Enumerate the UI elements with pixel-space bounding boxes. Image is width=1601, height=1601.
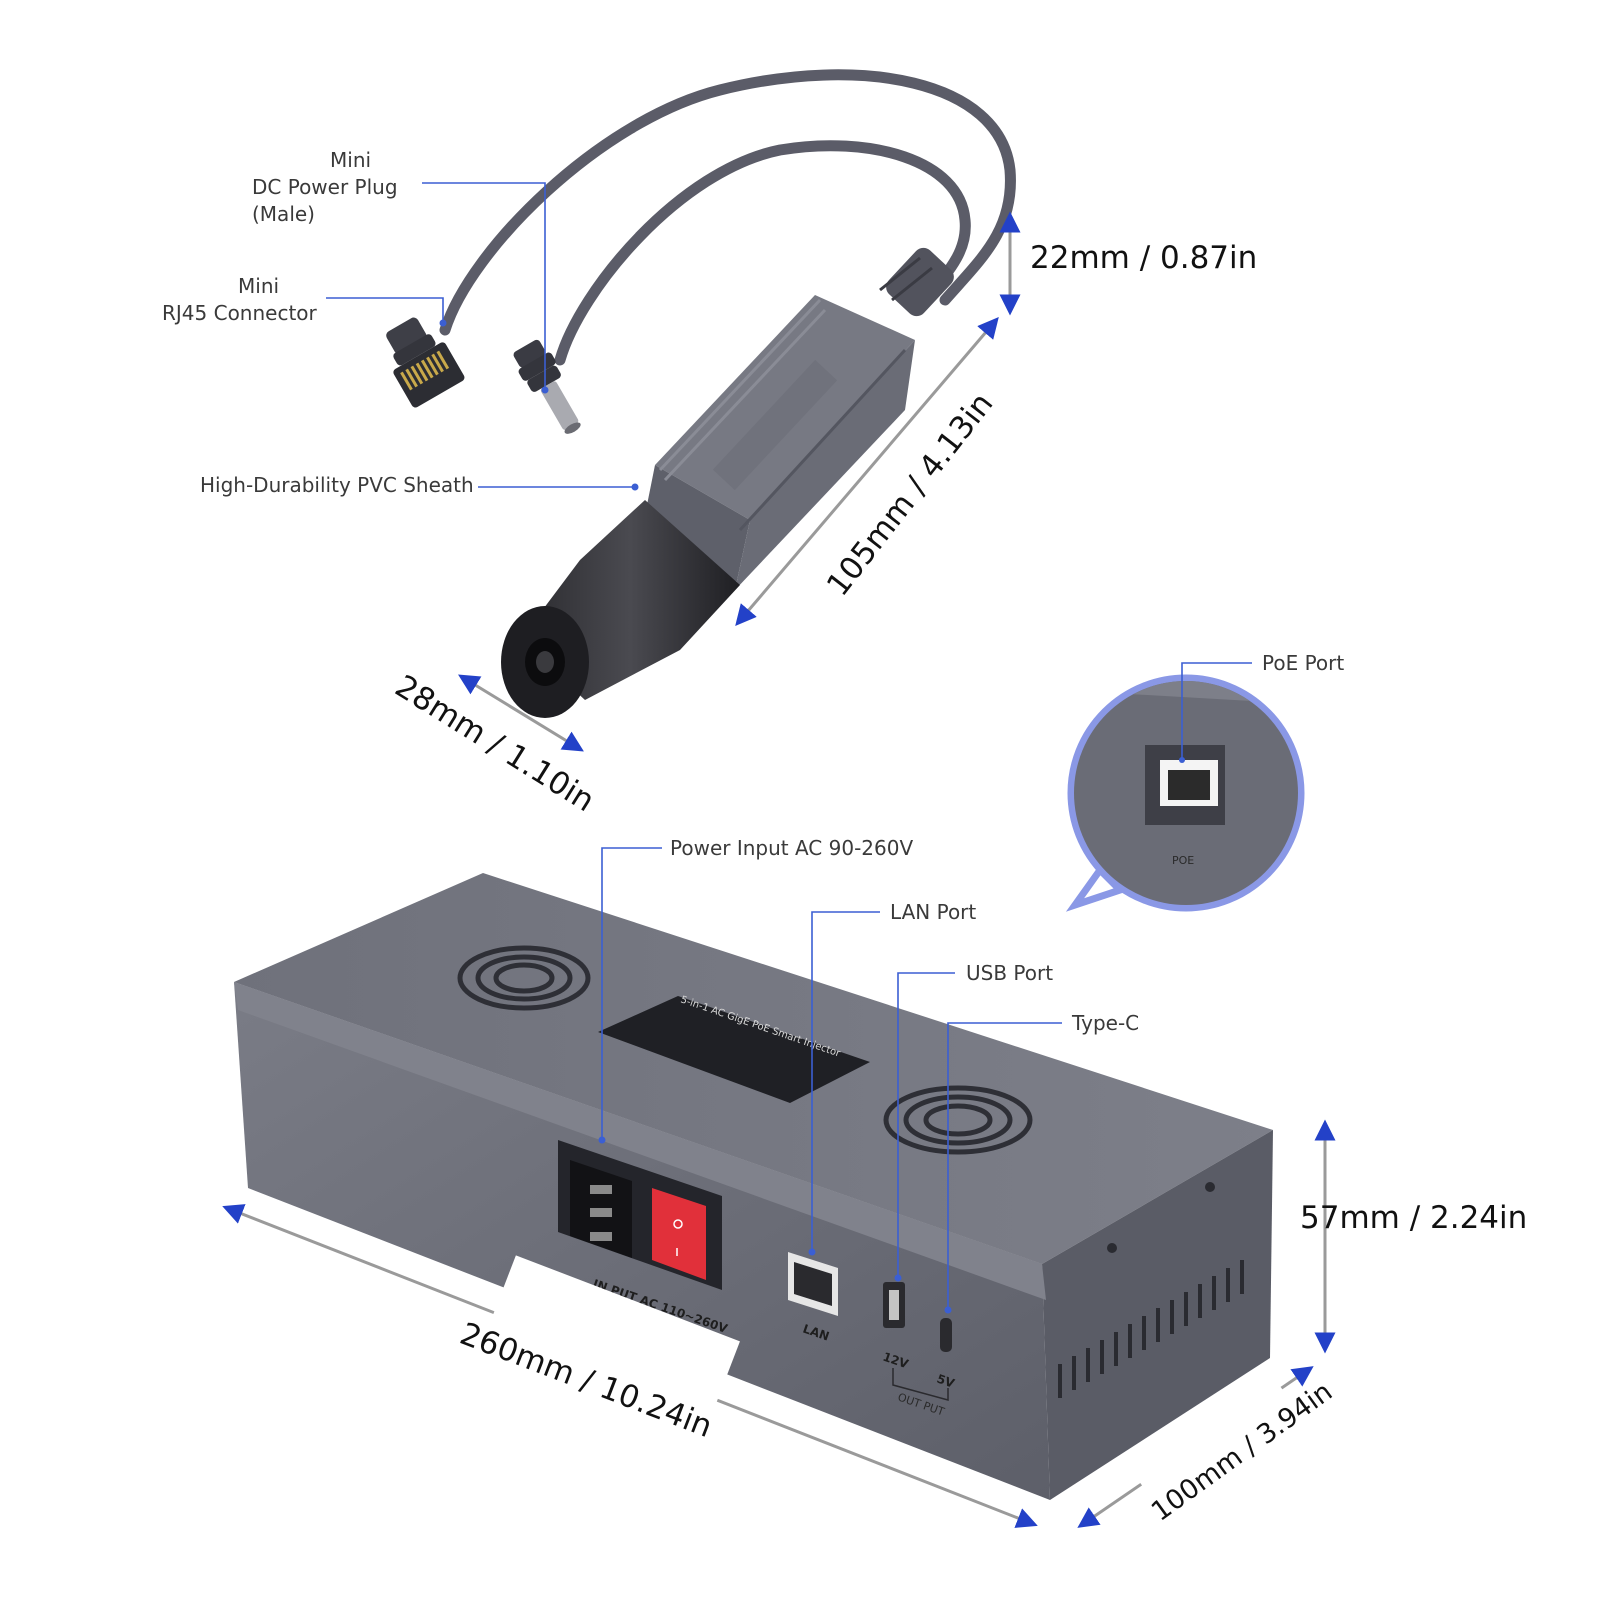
callout-dc-plug: Mini DC Power Plug (Male) xyxy=(252,148,398,226)
dim-cable-width: 22mm / 0.87in xyxy=(1030,240,1257,276)
callout-lan-port: LAN Port xyxy=(890,900,976,924)
dc-power-plug xyxy=(513,339,581,434)
callout-line-poe xyxy=(1181,662,1252,760)
dimension-arrows-top xyxy=(458,211,1021,752)
fan-vent-left xyxy=(457,945,591,1011)
callout-rj45-line1: Mini xyxy=(238,274,279,298)
callout-poe-port: PoE Port xyxy=(1262,651,1344,675)
poe-injector-box: 5-in-1 AC GigE PoE Smart Injector IN PUT… xyxy=(234,873,1273,1500)
top-callout-lines xyxy=(326,182,639,491)
cable-inner xyxy=(554,140,971,366)
callout-rj45-line2: RJ45 Connector xyxy=(162,301,318,325)
rj45-connector xyxy=(386,317,465,408)
callout-dc-line1: Mini xyxy=(330,148,371,172)
callout-sheath: High-Durability PVC Sheath xyxy=(200,473,474,497)
callout-type-c: Type-C xyxy=(1071,1011,1139,1035)
dim-box-height: 57mm / 2.24in xyxy=(1300,1200,1527,1236)
poe-zoom-bubble: POE xyxy=(1065,674,1305,912)
callout-rj45: Mini RJ45 Connector xyxy=(162,274,318,325)
poe-marking: POE xyxy=(1172,854,1194,867)
poe-splitter-adapter xyxy=(386,69,1016,718)
callout-dc-line3: (Male) xyxy=(252,202,315,226)
callout-usb-port: USB Port xyxy=(966,961,1053,985)
callout-power-input: Power Input AC 90-260V xyxy=(670,836,913,860)
callout-dc-line2: DC Power Plug xyxy=(252,175,398,199)
strain-relief xyxy=(879,247,954,317)
fan-vent-right xyxy=(883,1085,1033,1155)
